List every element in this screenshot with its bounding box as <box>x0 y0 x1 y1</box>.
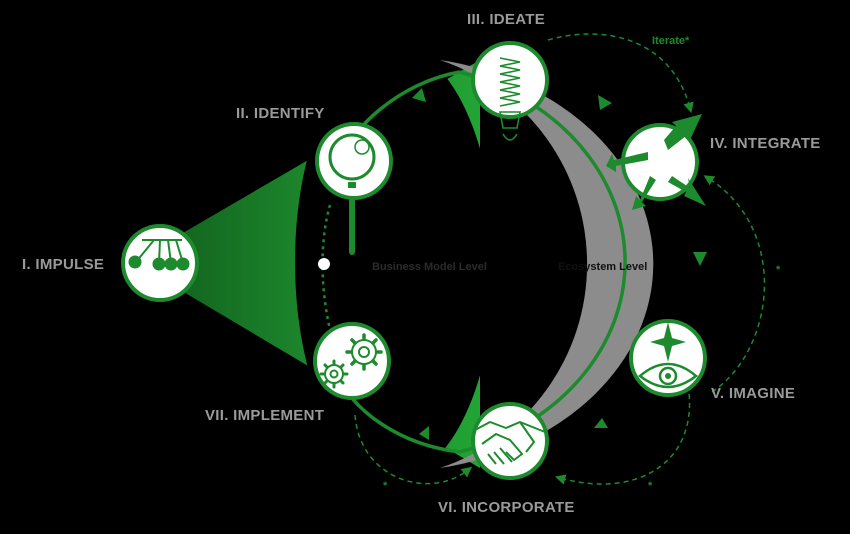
iterate-label: Iterate* <box>652 35 690 47</box>
loop-arrow <box>693 252 707 266</box>
loop-arrow <box>594 418 608 428</box>
eye-star-icon <box>638 322 698 389</box>
spring-bulb-icon <box>499 57 521 141</box>
stage-imagine <box>629 319 707 397</box>
handshake-icon <box>474 421 546 465</box>
iterate-arc-top <box>547 33 694 114</box>
stage-ideate <box>471 41 549 141</box>
loop-arrow <box>412 88 426 102</box>
ecosystem-area <box>440 60 654 468</box>
stage-integrate <box>606 114 706 210</box>
stage-label-identify: II. IDENTIFY <box>236 105 325 122</box>
business-model-level-label: Business Model Level <box>372 261 487 273</box>
stage-impulse <box>121 224 199 302</box>
stage-label-impulse: I. IMPULSE <box>22 256 104 273</box>
loop-arrow <box>419 426 429 440</box>
ecosystem-level-label: Ecosystem Level <box>558 261 647 273</box>
stage-label-implement: VII. IMPLEMENT <box>205 407 324 424</box>
ecosystem-fringe <box>440 60 616 468</box>
entry-dot <box>318 258 330 270</box>
newtons-cradle-icon <box>128 239 190 271</box>
loop-ring <box>459 70 627 454</box>
stage-identify <box>315 122 393 255</box>
stage-label-ideate: III. IDEATE <box>467 11 545 28</box>
iterate-asterisk: * <box>383 480 388 492</box>
iterate-arc-bottom-right <box>554 384 691 485</box>
stage-label-incorporate: VI. INCORPORATE <box>438 499 575 516</box>
magnifier-icon <box>328 133 376 255</box>
gears-icon <box>319 333 383 389</box>
loop-arrow <box>598 95 612 110</box>
iterate-asterisk: * <box>648 480 653 492</box>
iterate-asterisk: * <box>776 264 781 276</box>
iterate-arc-bottom-left <box>354 414 473 485</box>
stage-implement <box>313 322 391 400</box>
stage-incorporate <box>471 402 549 480</box>
iterate-arc-right <box>703 175 766 393</box>
stage-label-integrate: IV. INTEGRATE <box>710 135 821 152</box>
stage-label-imagine: V. IMAGINE <box>711 385 795 402</box>
converging-arrows-icon <box>606 114 706 210</box>
